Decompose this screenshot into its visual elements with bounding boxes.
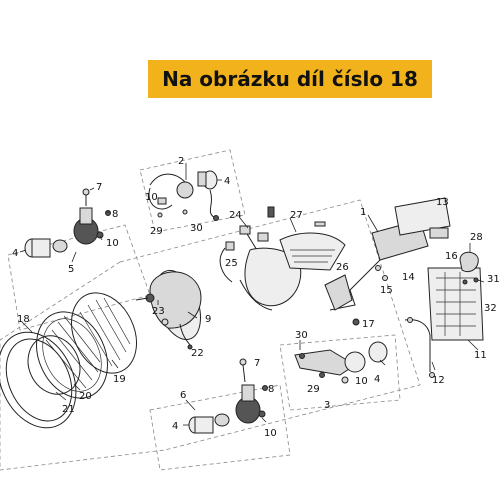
- callout-4: 4: [172, 421, 178, 432]
- callout-3: 3: [324, 400, 330, 411]
- callout-7: 7: [254, 358, 260, 369]
- callout-30: 30: [190, 223, 203, 234]
- callout-4: 4: [12, 248, 18, 259]
- callout-28: 28: [470, 232, 483, 243]
- center-wiring-bundle: [219, 206, 346, 311]
- callout-11: 11: [474, 350, 487, 361]
- headlamp-rim: [0, 331, 77, 429]
- callout-32: 32: [484, 303, 497, 314]
- bulb-part: [52, 239, 68, 253]
- callout-25: 25: [225, 258, 238, 269]
- callout-23: 23: [152, 306, 165, 317]
- headlamp-shell: [135, 269, 202, 350]
- callout-20: 20: [79, 391, 92, 402]
- headlamp-reflector: [71, 292, 137, 374]
- callout-2: 2: [178, 156, 184, 167]
- right-turn-signal-assembly: [294, 340, 388, 384]
- callout-18: 18: [17, 314, 30, 325]
- callout-9: 9: [205, 314, 211, 325]
- callout-26: 26: [336, 262, 349, 273]
- lower-turn-signal-assembly: [183, 358, 268, 434]
- callout-15: 15: [380, 285, 393, 296]
- callout-labels: 1 2 3 4 4 4 4 5 6 7 7 8 8 9 10 10 10 10 …: [12, 156, 500, 439]
- callout-19: 19: [113, 374, 126, 385]
- part-number-banner: Na obrázku díl číslo 18: [148, 60, 432, 98]
- callout-12: 12: [432, 375, 445, 386]
- callout-27: 27: [290, 210, 303, 221]
- callout-10: 10: [355, 376, 368, 387]
- callout-10: 10: [264, 428, 277, 439]
- callout-10: 10: [106, 238, 119, 249]
- callout-14: 14: [402, 272, 415, 283]
- callout-30: 30: [295, 330, 308, 341]
- callout-8: 8: [112, 209, 118, 220]
- callout-29: 29: [150, 226, 163, 237]
- callout-5: 5: [68, 264, 74, 275]
- headlamp-lens: [36, 311, 108, 399]
- callout-8: 8: [268, 384, 274, 395]
- callout-4: 4: [374, 374, 380, 385]
- callout-29: 29: [307, 384, 320, 395]
- mount-part: [79, 207, 93, 225]
- callout-31: 31: [487, 274, 500, 285]
- callout-7: 7: [96, 182, 102, 193]
- upper-wiring-group: [148, 163, 222, 221]
- callout-13: 13: [436, 197, 449, 208]
- callout-21: 21: [62, 404, 75, 415]
- callout-1: 1: [360, 207, 366, 218]
- callout-10: 10: [145, 192, 158, 203]
- left-turn-signal-assembly: [19, 187, 111, 263]
- callout-16: 16: [445, 251, 458, 262]
- callout-4: 4: [224, 176, 230, 187]
- callout-22: 22: [191, 348, 204, 359]
- headlamp-assembly: [0, 292, 137, 429]
- callout-17: 17: [362, 319, 375, 330]
- callout-6: 6: [180, 390, 186, 401]
- callout-24: 24: [229, 210, 242, 221]
- rear-assembly: [324, 197, 485, 378]
